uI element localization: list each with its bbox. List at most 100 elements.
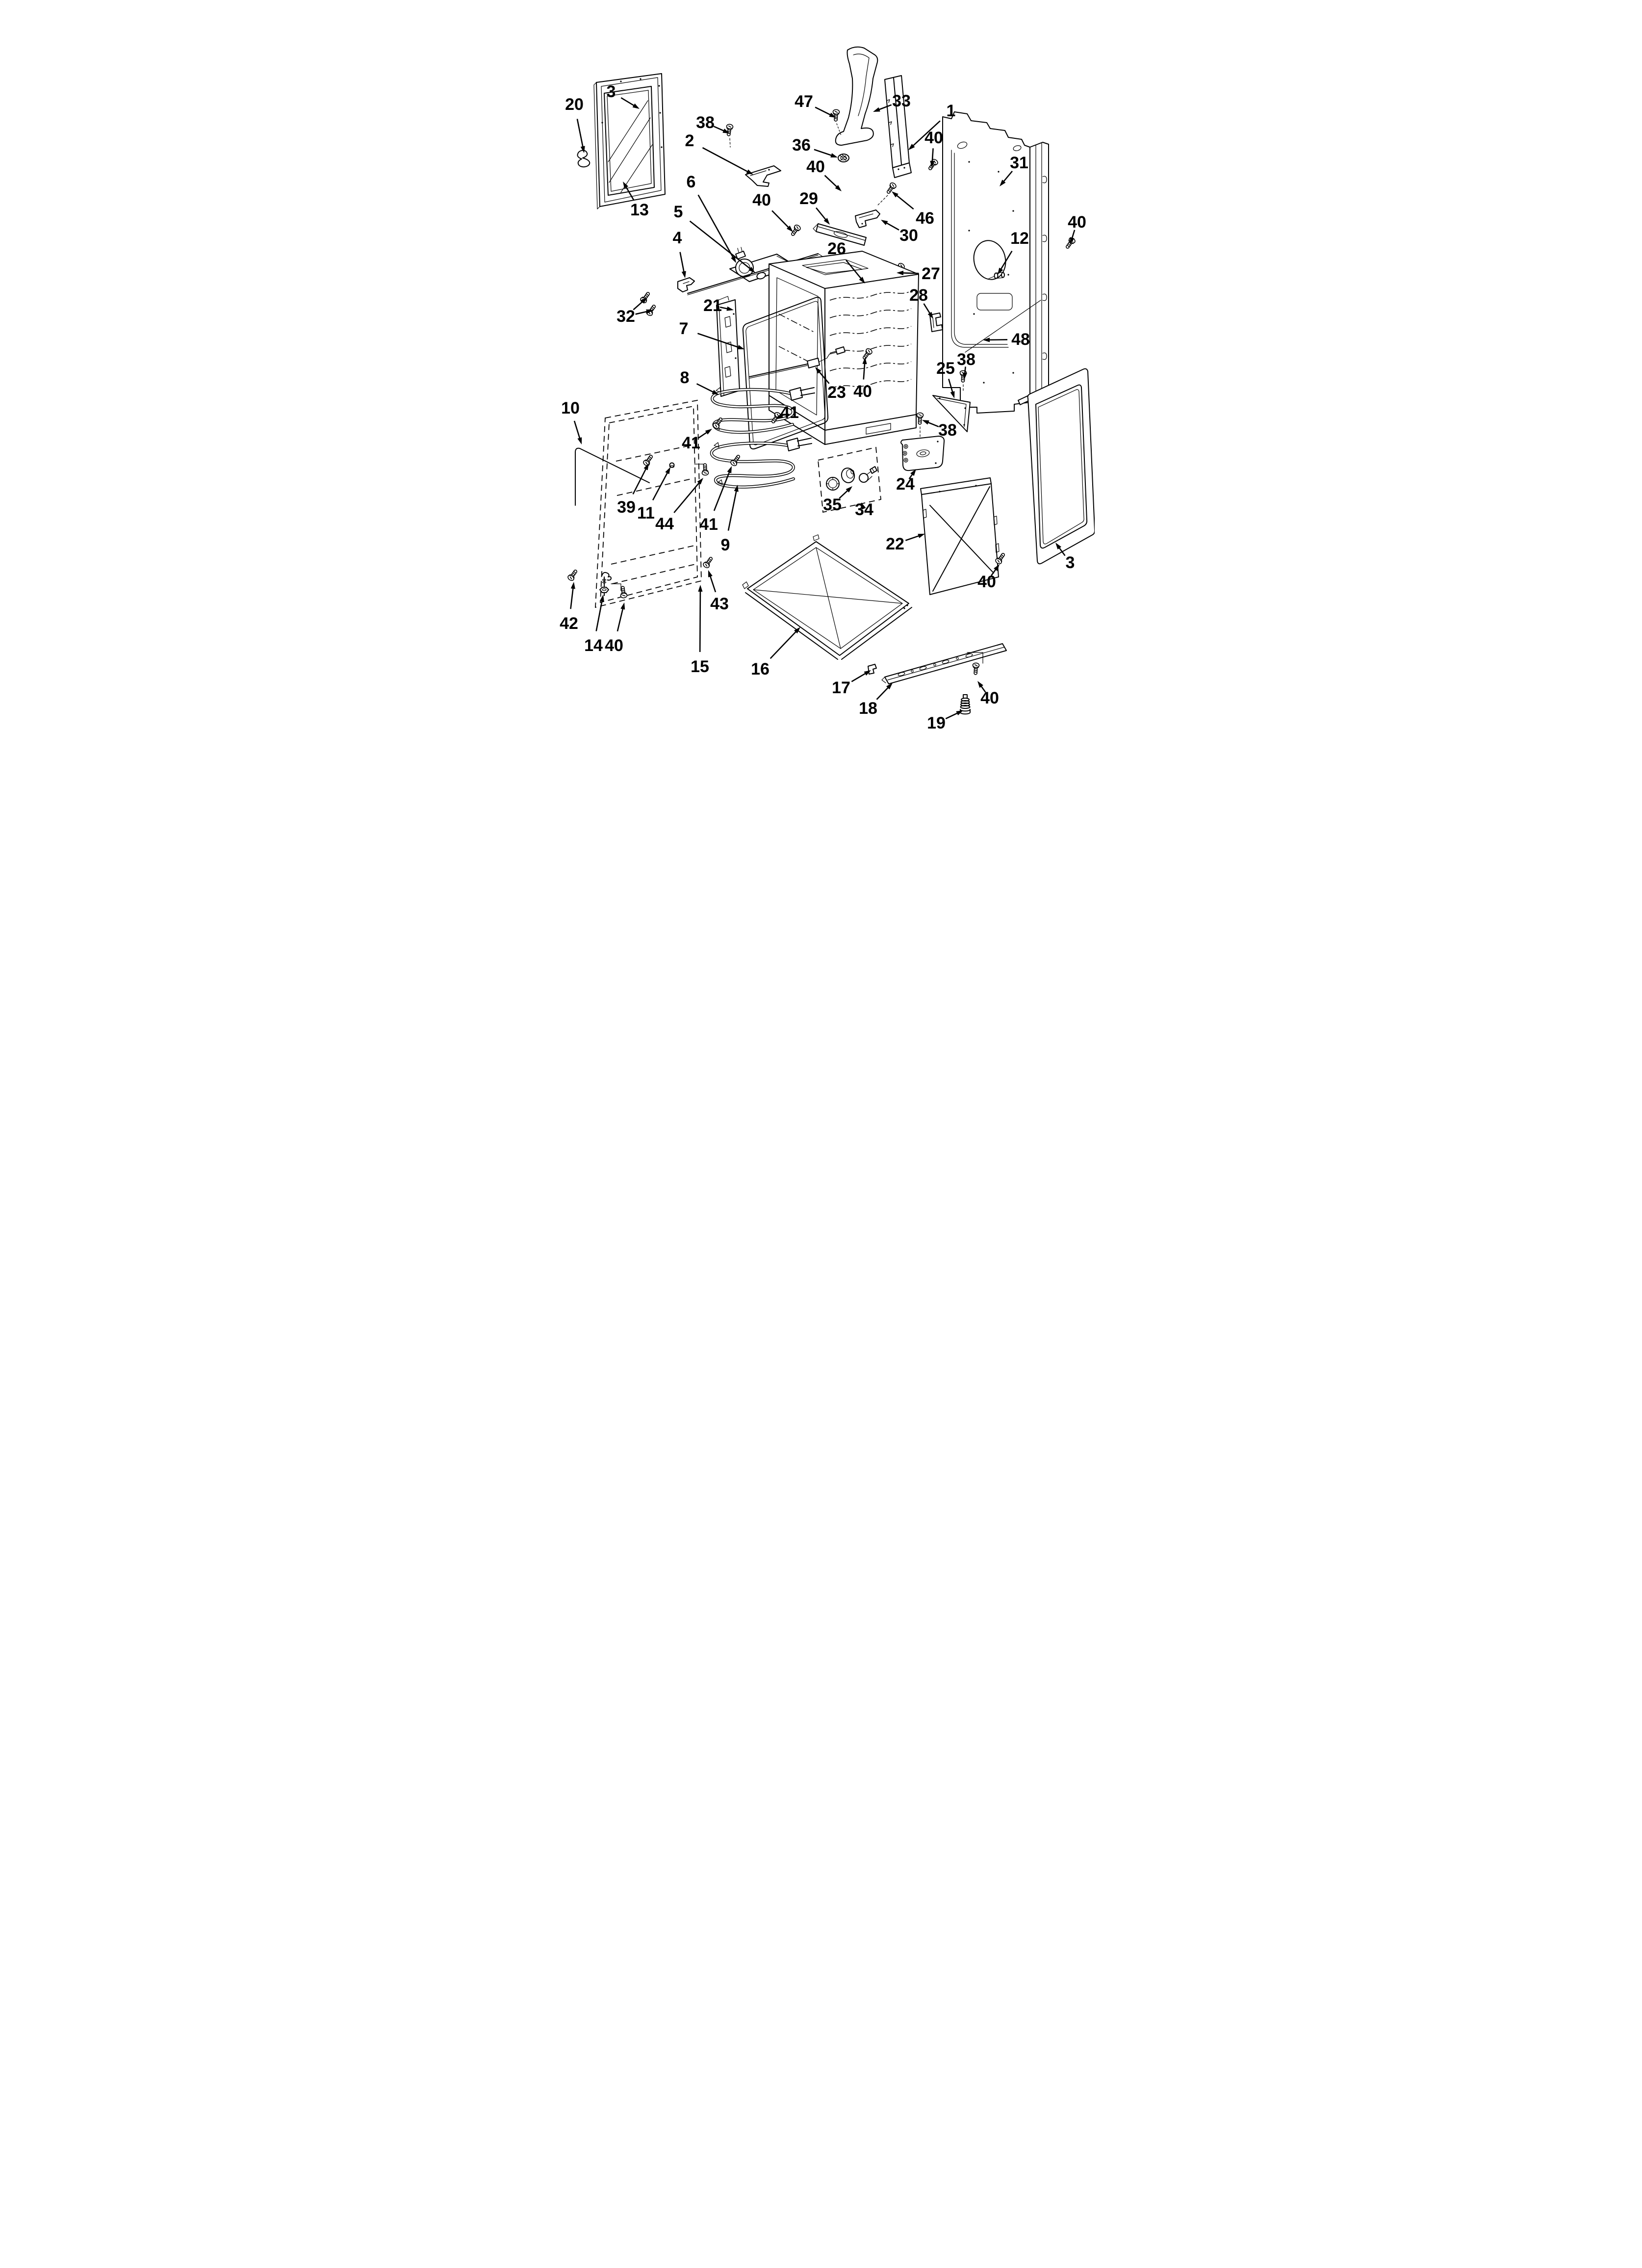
callout-arrowhead — [623, 182, 629, 189]
callout-arrowhead — [910, 469, 916, 476]
callout-40: 40 — [1068, 213, 1086, 244]
light-bulb — [859, 466, 877, 483]
callout-number: 40 — [1068, 213, 1086, 232]
callout-leader — [709, 575, 717, 593]
callout-number: 21 — [703, 296, 722, 315]
callout-leader — [912, 120, 941, 147]
callout-27: 27 — [897, 264, 940, 283]
callout-number: 8 — [680, 368, 690, 387]
callout-arrowhead — [681, 271, 686, 278]
callout-leader — [697, 333, 740, 348]
callout-leader — [702, 147, 749, 173]
callout-number: 32 — [616, 307, 635, 326]
callout-number: 40 — [924, 129, 943, 147]
callout-number: 19 — [927, 714, 946, 732]
callout-arrowhead — [1070, 237, 1075, 244]
screw-40 — [972, 662, 980, 676]
callout-number: 27 — [922, 264, 940, 283]
callout-number: 5 — [674, 203, 683, 221]
callout-40: 40 — [977, 681, 999, 707]
callout-arrowhead — [665, 467, 670, 474]
callout-arrowhead — [641, 297, 647, 304]
callout-arrowhead — [727, 466, 732, 473]
callout-leader — [877, 104, 892, 111]
callout-arrowhead — [886, 683, 893, 690]
clip-17 — [868, 664, 877, 675]
screw-44 — [701, 463, 709, 476]
callout-number: 40 — [980, 689, 999, 707]
callout-40: 40 — [605, 602, 625, 655]
door-panel-left — [593, 73, 666, 209]
oven-light-kit — [818, 446, 881, 513]
latch-plate — [716, 296, 740, 397]
standoff-12 — [988, 272, 1005, 279]
callout-19: 19 — [927, 710, 963, 732]
callout-arrowhead — [918, 534, 925, 538]
callout-number: 39 — [617, 498, 636, 517]
callout-40: 40 — [806, 157, 842, 191]
callout-number: 16 — [751, 660, 770, 678]
callout-leader — [770, 630, 797, 659]
callout-number: 24 — [896, 475, 915, 494]
screw-42 — [566, 568, 580, 582]
callout-26: 26 — [827, 239, 865, 284]
callout-arrowhead — [580, 146, 585, 153]
callout-arrowhead — [746, 169, 753, 175]
callout-leader — [851, 672, 867, 682]
callout-arrowhead — [873, 107, 880, 112]
callout-38: 38 — [922, 420, 957, 440]
callout-leader — [696, 383, 715, 393]
callout-arrowhead — [829, 112, 836, 118]
callout-number: 29 — [799, 189, 818, 208]
callout-arrowhead — [1000, 180, 1006, 186]
callout-leader — [633, 300, 644, 311]
plug-button-11 — [669, 462, 675, 468]
callout-number: 13 — [630, 201, 649, 219]
screw-40 — [619, 585, 628, 599]
callout-arrowhead — [927, 312, 933, 319]
callout-number: 41 — [780, 403, 799, 422]
callout-number: 30 — [899, 226, 918, 245]
callout-arrowhead — [632, 103, 640, 109]
callout-leader — [570, 587, 574, 609]
corner-brace — [932, 370, 971, 432]
callout-5: 5 — [674, 203, 755, 273]
light-gasket — [841, 468, 855, 483]
callout-arrowhead — [983, 338, 990, 342]
bottom-left-fasteners — [566, 555, 715, 599]
callout-leader — [697, 194, 734, 259]
callout-number: 9 — [721, 536, 730, 554]
callout-arrowhead — [708, 570, 713, 577]
callout-layer: 2031338247364033140314630294065432262712… — [560, 82, 1086, 732]
callout-arrowhead — [908, 144, 915, 150]
callout-number: 15 — [691, 657, 709, 676]
insulation-wrapper — [575, 399, 709, 608]
rear-bracket-28 — [929, 313, 943, 332]
callout-number: 10 — [561, 399, 580, 417]
callout-number: 46 — [916, 209, 934, 228]
callout-leader — [635, 311, 648, 315]
callout-arrowhead — [892, 191, 898, 198]
callout-leader — [839, 489, 849, 499]
callout-2: 2 — [685, 131, 753, 175]
callout-leader — [679, 252, 685, 273]
callout-12: 12 — [998, 229, 1029, 275]
callout-11: 11 — [637, 467, 670, 522]
callout-number: 7 — [679, 319, 689, 338]
callout-20: 20 — [565, 95, 585, 153]
callout-number: 41 — [682, 434, 700, 452]
latch-motor — [729, 223, 802, 282]
callout-number: 40 — [806, 157, 825, 176]
light-lens — [826, 477, 840, 491]
callout-leader — [1058, 547, 1066, 556]
callout-1: 1 — [908, 102, 955, 150]
callout-leader — [1000, 250, 1013, 271]
callout-number: 23 — [827, 383, 846, 402]
callout-number: 12 — [1010, 229, 1029, 248]
callout-arrowhead — [956, 710, 963, 716]
callout-number: 20 — [565, 95, 584, 114]
callout-44: 44 — [655, 478, 703, 533]
callout-leader — [713, 470, 731, 511]
callout-number: 17 — [832, 678, 850, 697]
